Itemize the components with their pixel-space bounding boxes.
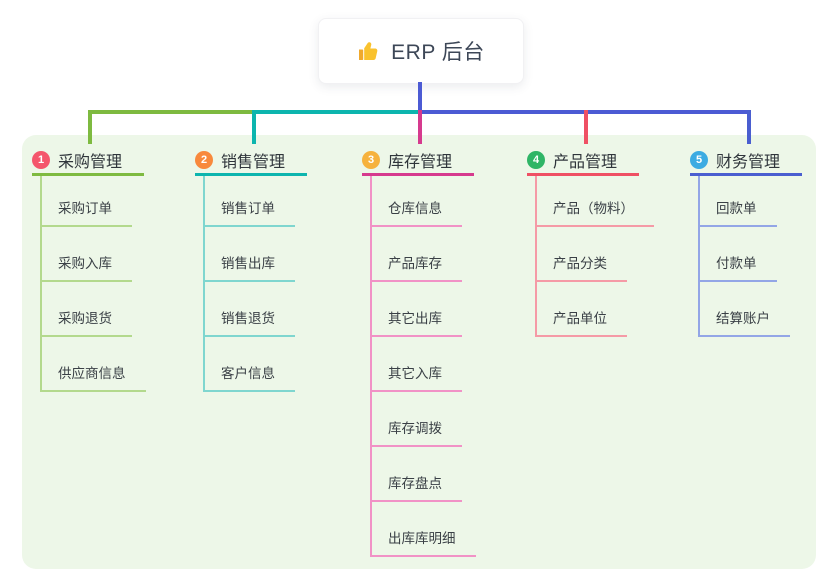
child-node[interactable]: 库存盘点 [370, 447, 476, 502]
child-node[interactable]: 产品单位 [535, 282, 654, 337]
connector-bus-green [88, 110, 254, 114]
branch-node-purchase[interactable]: 1 采购管理 [32, 146, 144, 176]
branch-node-inventory[interactable]: 3 库存管理 [362, 146, 474, 176]
child-node[interactable]: 回款单 [698, 176, 802, 227]
child-node[interactable]: 销售订单 [203, 176, 307, 227]
branch-finance: 5 财务管理 回款单 付款单 结算账户 [690, 146, 802, 337]
branch-badge: 5 [690, 150, 708, 169]
branch-badge: 3 [362, 150, 380, 169]
branch-children: 回款单 付款单 结算账户 [698, 176, 802, 337]
branch-label: 库存管理 [388, 153, 453, 171]
child-node[interactable]: 采购退货 [40, 282, 146, 337]
child-node[interactable]: 产品分类 [535, 227, 654, 282]
branches-panel [22, 135, 816, 569]
branch-children: 销售订单 销售出库 销售退货 客户信息 [203, 176, 307, 392]
child-node[interactable]: 产品库存 [370, 227, 476, 282]
branch-inventory: 3 库存管理 仓库信息 产品库存 其它出库 其它入库 库存调拨 库存盘点 出库库… [362, 146, 476, 557]
child-node[interactable]: 其它出库 [370, 282, 476, 337]
child-node[interactable]: 其它入库 [370, 337, 476, 392]
branch-purchase: 1 采购管理 采购订单 采购入库 采购退货 供应商信息 [32, 146, 146, 392]
branch-children: 产品（物料） 产品分类 产品单位 [535, 176, 654, 337]
child-node[interactable]: 库存调拨 [370, 392, 476, 447]
branch-children: 仓库信息 产品库存 其它出库 其它入库 库存调拨 库存盘点 出库库明细 [370, 176, 476, 557]
branch-badge: 2 [195, 150, 213, 169]
branch-badge: 4 [527, 150, 545, 169]
child-node[interactable]: 产品（物料） [535, 176, 654, 227]
child-node[interactable]: 销售退货 [203, 282, 307, 337]
branch-product: 4 产品管理 产品（物料） 产品分类 产品单位 [527, 146, 654, 337]
connector-drop-purchase [88, 110, 92, 144]
child-node[interactable]: 供应商信息 [40, 337, 146, 392]
child-node[interactable]: 付款单 [698, 227, 802, 282]
child-node[interactable]: 采购入库 [40, 227, 146, 282]
branch-label: 采购管理 [58, 153, 123, 171]
child-node[interactable]: 出库库明细 [370, 502, 476, 557]
branch-label: 销售管理 [221, 153, 286, 171]
root-node-erp-backend[interactable]: ERP 后台 [318, 18, 524, 84]
branch-label: 财务管理 [716, 153, 781, 171]
connector-drop-finance [747, 110, 751, 144]
child-node[interactable]: 仓库信息 [370, 176, 476, 227]
branch-label: 产品管理 [553, 153, 618, 171]
connector-drop-product [584, 110, 588, 144]
branch-node-finance[interactable]: 5 财务管理 [690, 146, 802, 176]
child-node[interactable]: 客户信息 [203, 337, 307, 392]
branch-node-product[interactable]: 4 产品管理 [527, 146, 639, 176]
child-node[interactable]: 销售出库 [203, 227, 307, 282]
child-node[interactable]: 采购订单 [40, 176, 146, 227]
connector-root-stem [418, 82, 422, 111]
branch-children: 采购订单 采购入库 采购退货 供应商信息 [40, 176, 146, 392]
connector-bus-teal [252, 110, 420, 114]
connector-drop-inventory [418, 110, 422, 144]
branch-badge: 1 [32, 150, 50, 169]
thumbs-up-icon [359, 42, 378, 60]
child-node[interactable]: 结算账户 [698, 282, 802, 337]
root-node-label: ERP 后台 [391, 41, 485, 64]
branch-node-sales[interactable]: 2 销售管理 [195, 146, 307, 176]
connector-drop-sales [252, 110, 256, 144]
branch-sales: 2 销售管理 销售订单 销售出库 销售退货 客户信息 [195, 146, 307, 392]
